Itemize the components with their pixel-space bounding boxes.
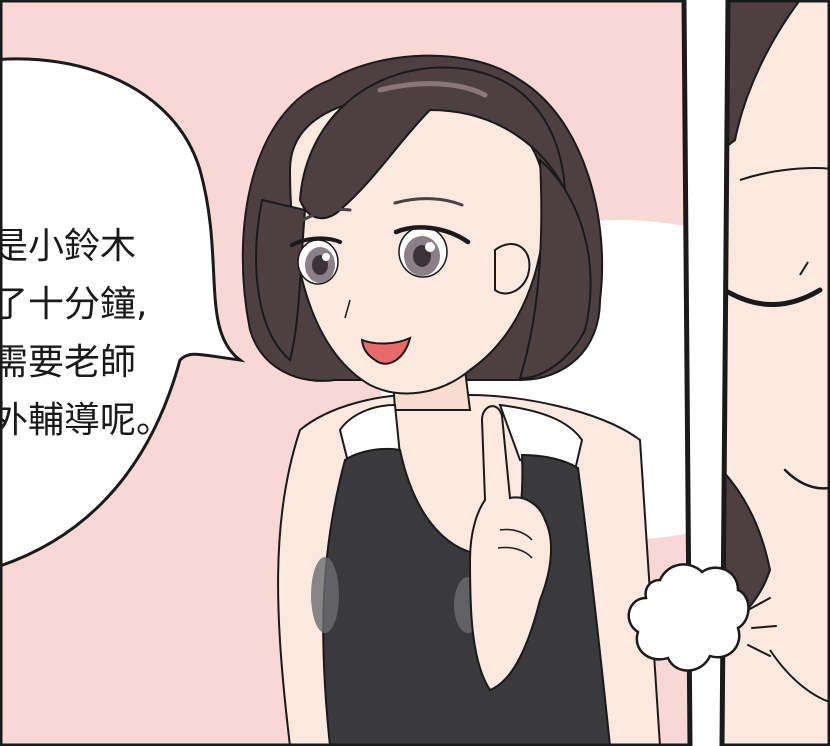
knuckle-line-2 — [497, 546, 533, 559]
eye-right — [393, 225, 471, 278]
hair-shine — [377, 81, 488, 98]
hair-side-right — [518, 157, 592, 380]
right-panel-border — [719, 0, 830, 746]
speech-line-2: 了十分鐘, — [0, 284, 147, 325]
speech-bubble: 是小鈴木 了十分鐘, 需要老師 外輔導呢。 — [0, 57, 246, 582]
ear — [494, 243, 531, 295]
eye-left — [290, 236, 342, 285]
speech-line-4: 外輔導呢。 — [0, 400, 172, 441]
smile — [783, 468, 830, 490]
woman-character — [241, 54, 662, 746]
chin-line — [769, 649, 830, 706]
eye-wrinkle — [799, 261, 809, 276]
right-hair-top — [722, 0, 802, 153]
swimsuit-highlight-left — [311, 557, 339, 633]
closed-eye-icon — [725, 287, 823, 308]
sigh-puff-icon — [627, 563, 777, 672]
speech-bubble-shape — [0, 57, 246, 582]
eyebrow-right — [393, 197, 464, 207]
hair-bangs — [298, 66, 566, 220]
right-face-contour — [739, 167, 830, 181]
speech-line-3: 需要老師 — [0, 342, 136, 383]
nose — [344, 299, 351, 319]
eyebrow-left — [298, 208, 352, 224]
knuckle-line-1 — [499, 528, 533, 541]
swimsuit-strap-right — [498, 403, 584, 472]
mouth — [360, 336, 412, 365]
speech-line-1: 是小鈴木 — [0, 226, 136, 267]
